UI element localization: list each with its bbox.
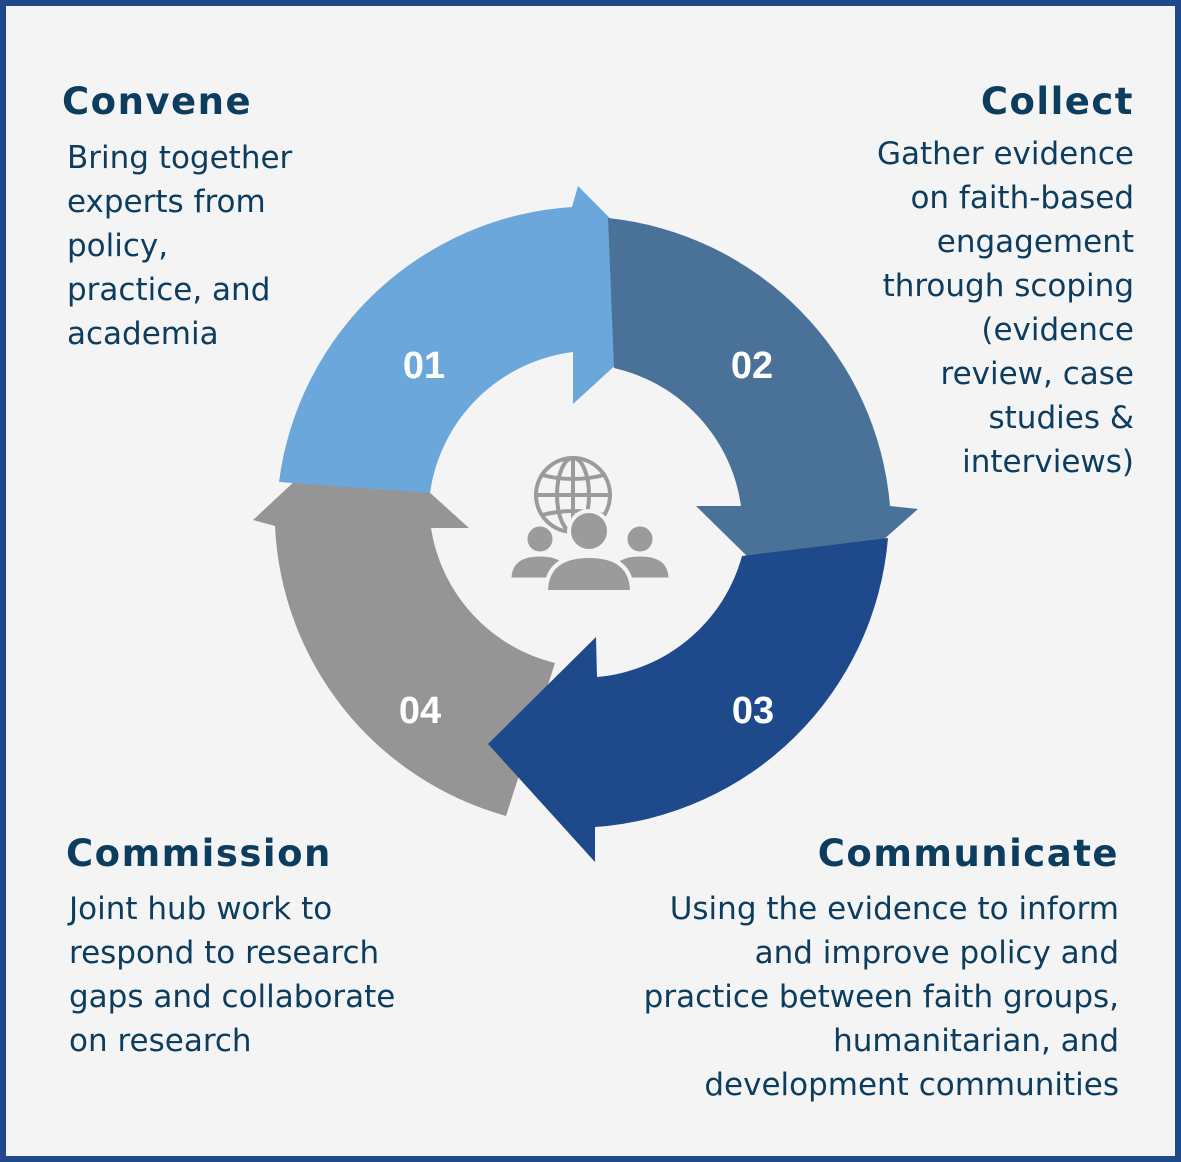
convene-line: practice, and	[67, 272, 271, 308]
communicate-title: Communicate	[817, 832, 1119, 875]
commission-line: respond to research	[69, 935, 380, 971]
collect-line: on faith-based	[910, 180, 1134, 216]
collect-line: interviews)	[962, 444, 1134, 480]
commission-description: Joint hub work to respond to research ga…	[69, 887, 395, 1063]
step-number-04: 04	[399, 690, 441, 732]
communicate-line: practice between faith groups,	[643, 979, 1119, 1015]
convene-line: experts from	[67, 184, 266, 220]
collect-line: (evidence	[981, 312, 1134, 348]
collect-line: engagement	[936, 224, 1134, 260]
commission-title: Commission	[66, 832, 332, 875]
globe-people-icon	[508, 456, 672, 594]
communicate-description: Using the evidence to inform and improve…	[644, 887, 1119, 1107]
convene-line: policy,	[67, 228, 169, 264]
collect-line: through scoping	[882, 268, 1134, 304]
commission-arrow	[253, 425, 555, 816]
collect-line: Gather evidence	[876, 136, 1134, 172]
collect-line: review, case	[940, 356, 1135, 392]
communicate-line: Using the evidence to inform	[669, 891, 1119, 927]
commission-line: Joint hub work to	[69, 891, 333, 927]
commission-line: on research	[69, 1023, 252, 1059]
collect-line: studies &	[988, 400, 1135, 436]
step-number-02: 02	[731, 345, 773, 387]
convene-title: Convene	[62, 80, 253, 123]
collect-title: Collect	[980, 80, 1134, 123]
convene-line: Bring together	[67, 140, 293, 176]
convene-description: Bring together experts from policy, prac…	[67, 136, 292, 356]
communicate-line: humanitarian, and	[833, 1023, 1119, 1059]
collect-arrow	[608, 218, 918, 611]
cycle-diagram: 01 02 03 04	[253, 186, 918, 862]
collect-description: Gather evidence on faith-based engagemen…	[877, 132, 1134, 484]
convene-line: academia	[67, 316, 219, 352]
step-number-01: 01	[403, 345, 445, 387]
communicate-line: development communities	[704, 1067, 1119, 1103]
communicate-line: and improve policy and	[754, 935, 1119, 971]
communicate-arrow	[488, 538, 888, 862]
convene-arrow	[279, 186, 689, 493]
step-number-03: 03	[732, 690, 774, 732]
commission-line: gaps and collaborate	[69, 979, 396, 1015]
